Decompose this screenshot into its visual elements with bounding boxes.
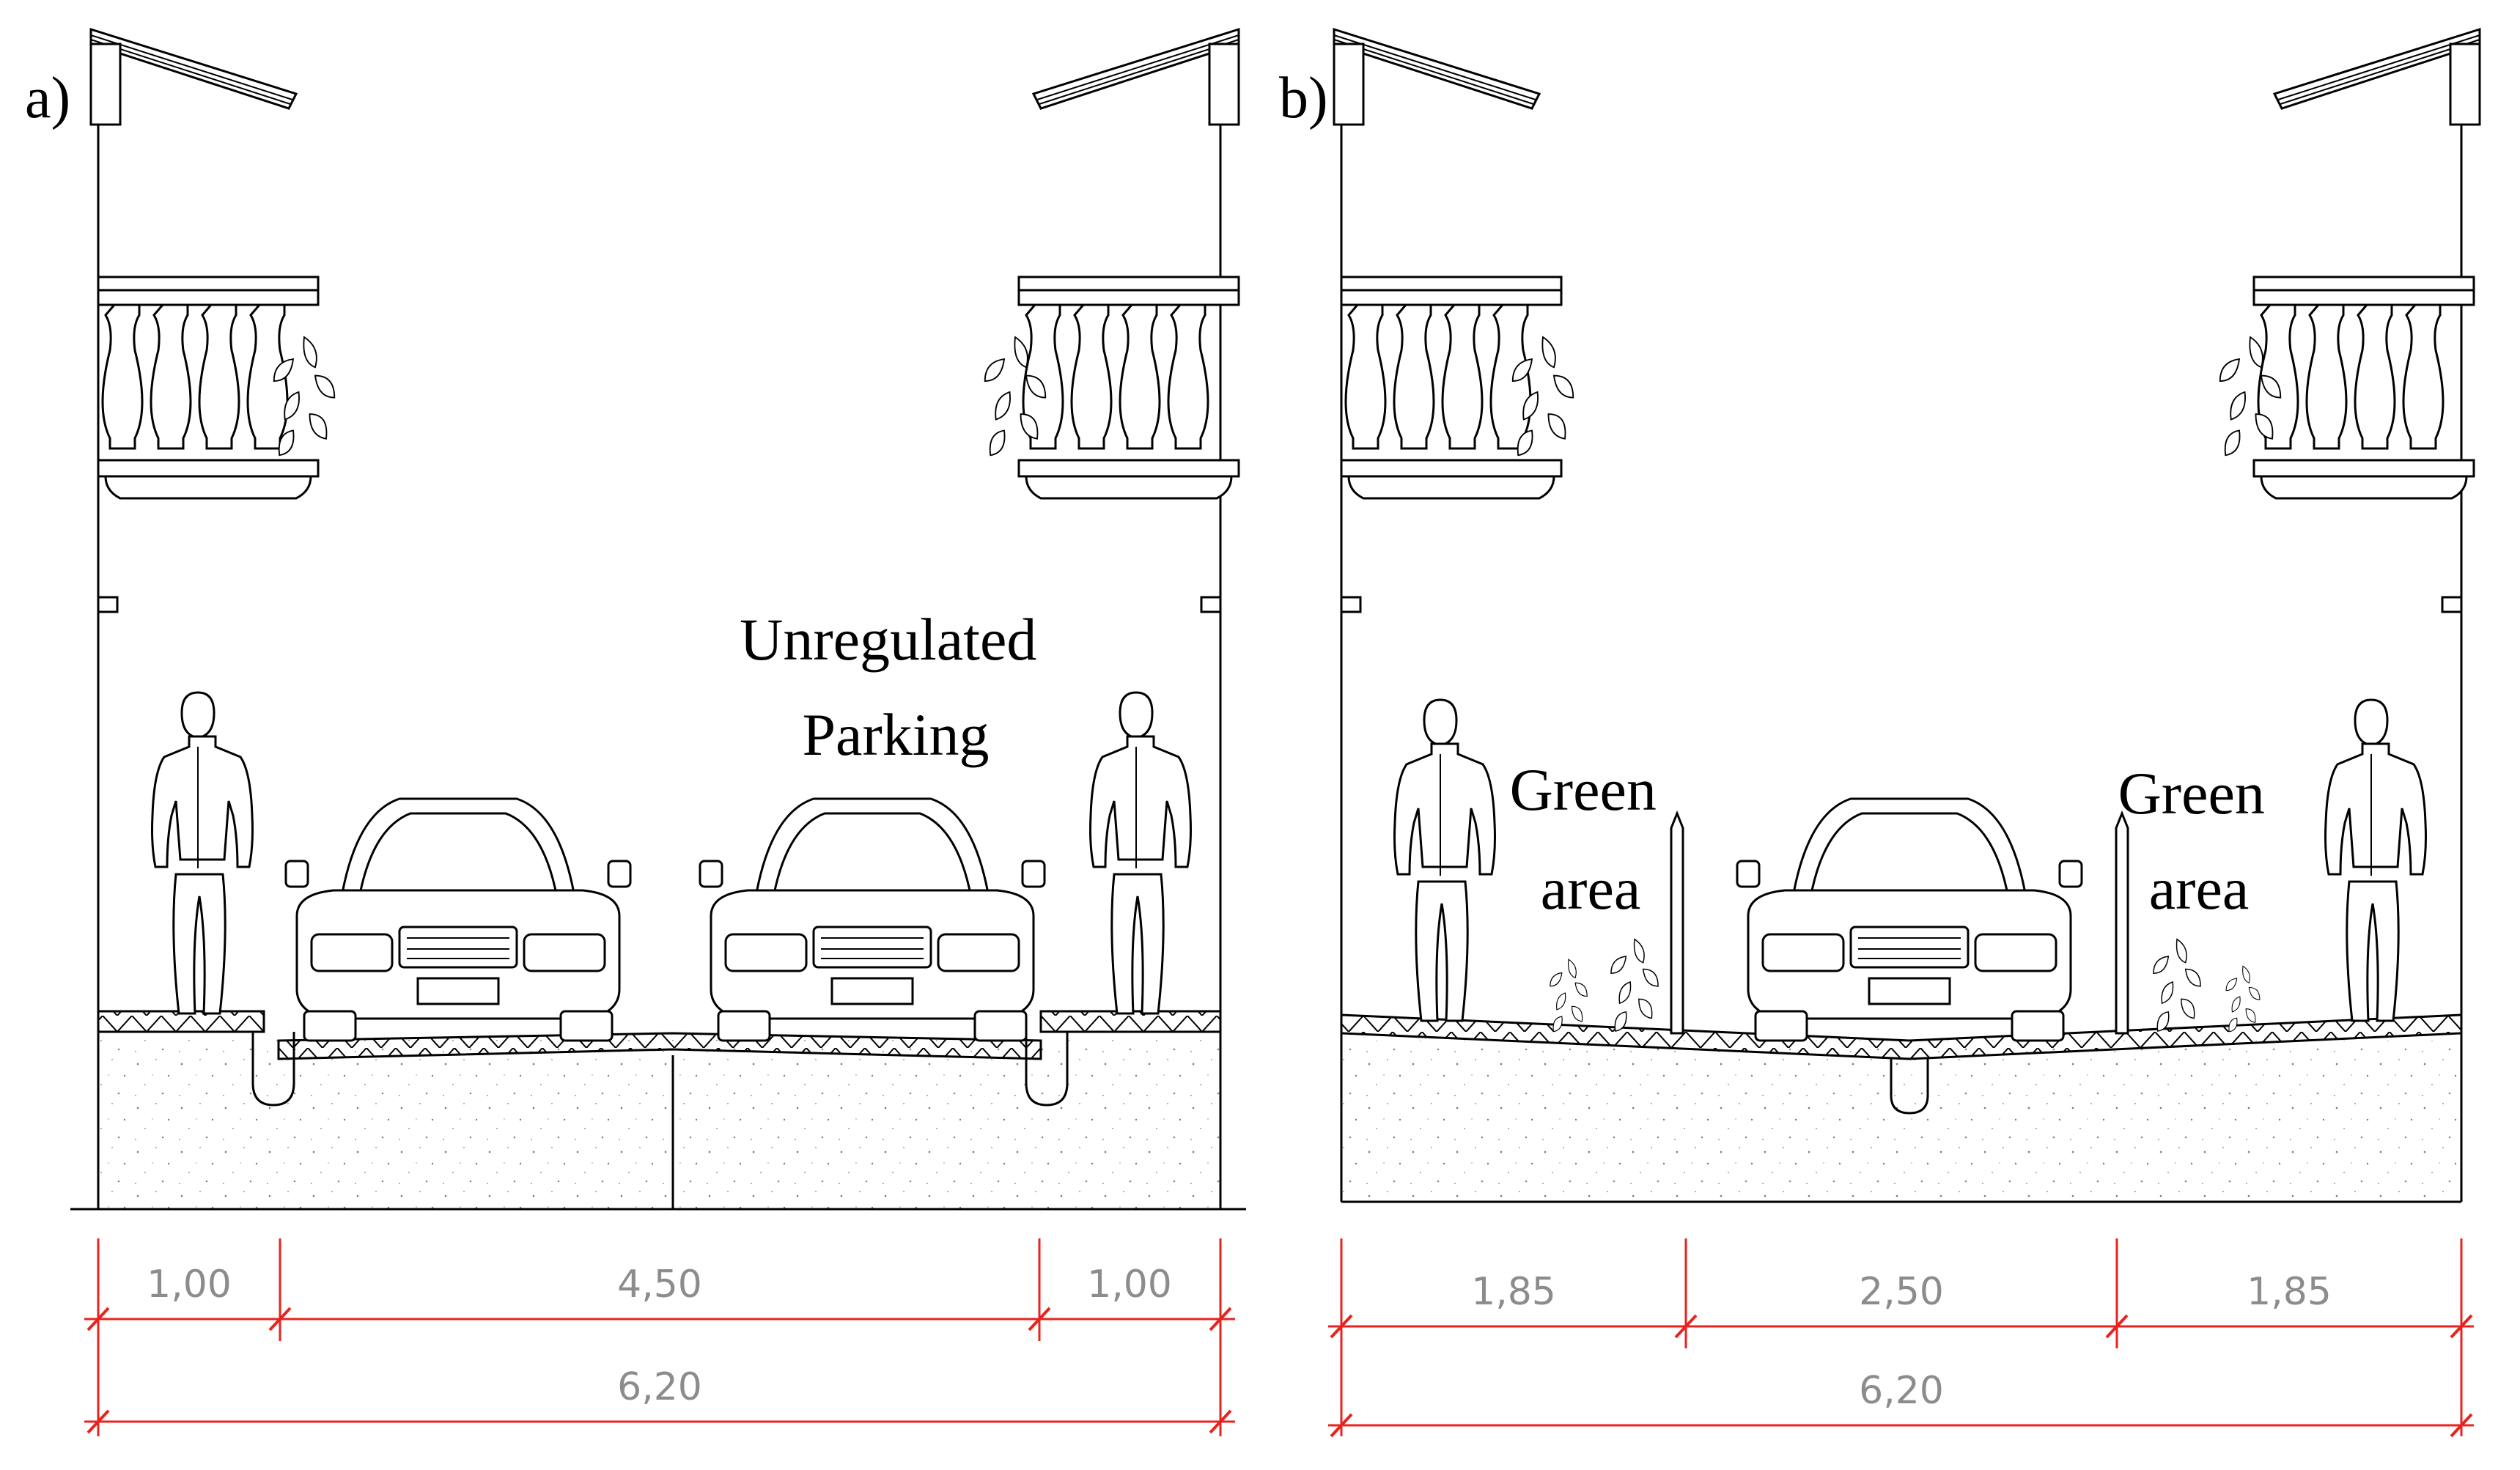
dimension-label: 4,50 bbox=[617, 1263, 702, 1307]
drain-icon bbox=[251, 1032, 295, 1107]
roof-icon bbox=[1333, 28, 1541, 126]
plant-icon bbox=[1610, 938, 1659, 1033]
sidewalk-right bbox=[1039, 1010, 1222, 1033]
roof-icon bbox=[89, 28, 298, 126]
pedestrian-icon bbox=[1393, 698, 1496, 1022]
annotation-green-area-left: Green area bbox=[1510, 756, 1672, 922]
sidewalk-left bbox=[97, 1010, 265, 1033]
panel-a: a) Unregulated Parking bbox=[25, 28, 1246, 1436]
car-front-icon bbox=[699, 797, 1046, 1042]
panel-a-label: a) bbox=[25, 66, 70, 130]
panel-b: b) Green area G bbox=[1279, 28, 2481, 1438]
dimension-chain-a: 1,00 4,50 1,00 6,20 bbox=[84, 1238, 1235, 1436]
roof-icon bbox=[1032, 28, 1240, 126]
plant-icon bbox=[1550, 959, 1588, 1033]
cornice-left bbox=[1341, 596, 1362, 613]
roof-icon bbox=[2273, 28, 2481, 126]
dimension-label: 1,00 bbox=[147, 1263, 232, 1307]
pedestrian-icon bbox=[1089, 691, 1192, 1015]
plant-icon bbox=[2152, 938, 2202, 1033]
balustrade-balcony-icon bbox=[97, 276, 320, 500]
car-front-icon bbox=[284, 797, 632, 1042]
dimension-label: 1,85 bbox=[1471, 1270, 1556, 1314]
drain-icon bbox=[1025, 1032, 1069, 1107]
dimension-label: 2,50 bbox=[1859, 1270, 1944, 1314]
dimension-chain-b: 1,85 2,50 1,85 6,20 bbox=[1328, 1238, 2474, 1438]
plant-icon bbox=[2225, 965, 2261, 1033]
dimension-total-label: 6,20 bbox=[1859, 1369, 1944, 1413]
balustrade-balcony-icon bbox=[1340, 276, 1563, 500]
cornice-right bbox=[1200, 596, 1220, 613]
car-front-icon bbox=[1736, 797, 2083, 1042]
carriageway bbox=[1340, 1013, 2463, 1060]
drain-icon bbox=[1890, 1059, 1929, 1115]
dimension-label: 1,85 bbox=[2247, 1270, 2332, 1314]
annotation-green-area-right: Green area bbox=[2118, 760, 2280, 922]
balustrade-balcony-icon bbox=[1017, 276, 1240, 500]
balustrade-balcony-icon bbox=[2252, 276, 2475, 500]
cornice-right bbox=[2441, 596, 2461, 613]
bollard-icon bbox=[2115, 812, 2129, 1035]
panel-b-label: b) bbox=[1279, 66, 1328, 130]
cornice-left bbox=[98, 596, 119, 613]
dimension-label: 1,00 bbox=[1087, 1263, 1172, 1307]
pedestrian-icon bbox=[2324, 698, 2427, 1022]
carriageway bbox=[277, 1032, 1042, 1060]
ground-fill bbox=[1341, 1041, 2461, 1202]
dimension-total-label: 6,20 bbox=[617, 1365, 702, 1409]
ground-fill bbox=[98, 1033, 1220, 1209]
bollard-icon bbox=[1670, 812, 1684, 1035]
pedestrian-icon bbox=[151, 691, 254, 1015]
annotation-unregulated-parking: Unregulated Parking bbox=[740, 606, 1052, 768]
